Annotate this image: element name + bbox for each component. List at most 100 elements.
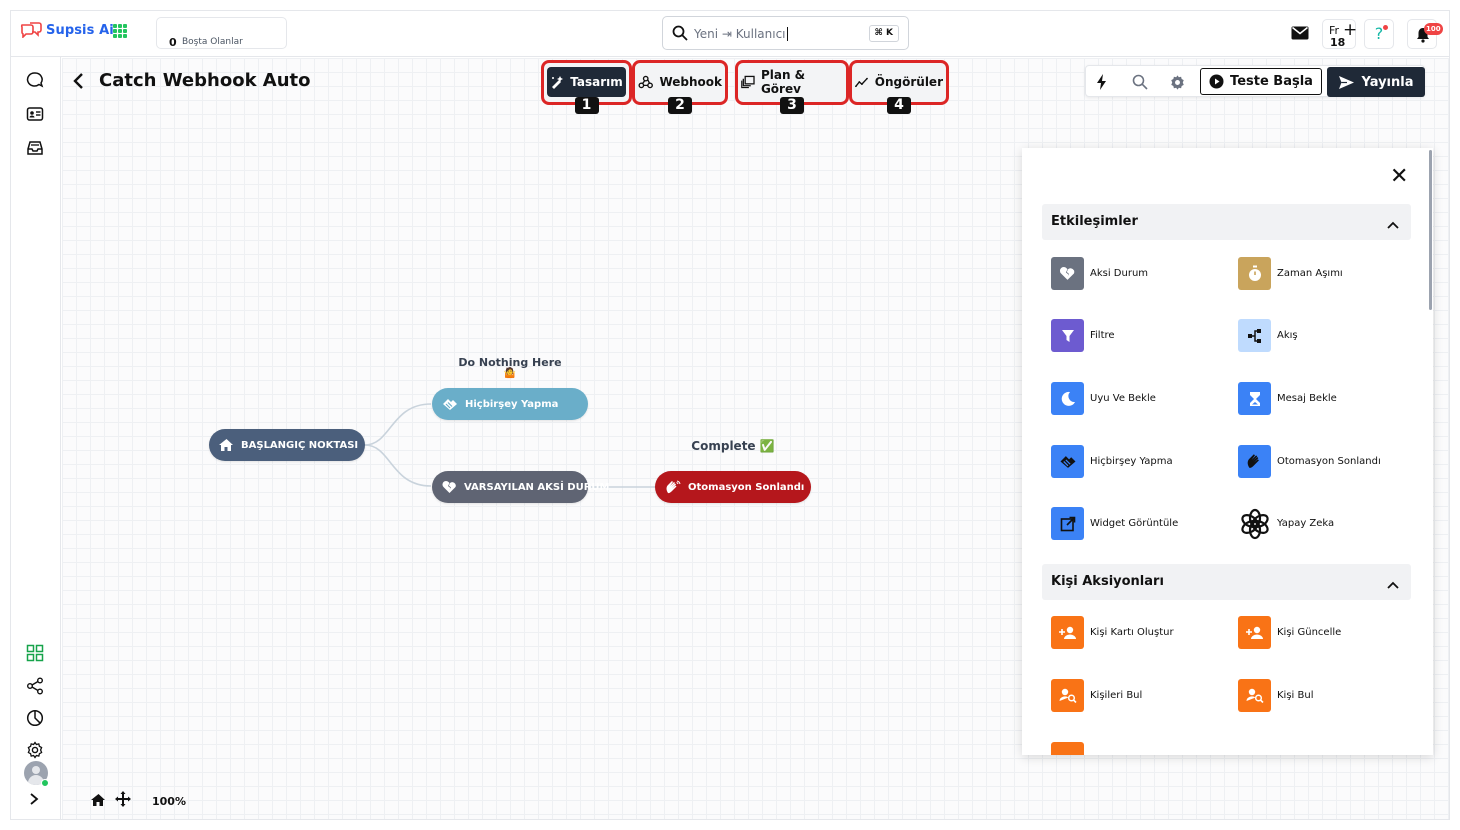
send-icon: [1339, 75, 1355, 89]
home-icon[interactable]: [91, 792, 106, 811]
idle-agents-widget[interactable]: 0 Boşta Olanlar: [156, 17, 287, 49]
search-input[interactable]: Yeni ⇥ Kullanıcı ⌘ K: [662, 16, 909, 50]
contact-card-icon[interactable]: [26, 105, 44, 123]
moon-icon: [1051, 382, 1084, 415]
ai-icon: [1238, 507, 1271, 540]
plus-icon: +: [1343, 20, 1358, 40]
start-node[interactable]: BAŞLANGIÇ NOKTASI: [209, 429, 365, 461]
library-item-akis[interactable]: Akış: [1238, 319, 1298, 352]
canvas-actions: Teste Başla Yayınla: [1085, 65, 1425, 97]
tab-design[interactable]: Tasarım 1: [541, 60, 632, 114]
library-item-filtre[interactable]: Filtre: [1051, 319, 1115, 352]
online-status-badge: [41, 779, 49, 787]
design-icon: [552, 76, 564, 89]
library-item-uyu-ve-bekle[interactable]: Uyu Ve Bekle: [1051, 382, 1156, 415]
insights-icon: [855, 77, 868, 88]
hourglass-icon: [1238, 382, 1271, 415]
library-item-yapay-zeka[interactable]: Yapay Zeka: [1238, 507, 1334, 540]
brand-name: Supsis Ai: [46, 22, 114, 38]
person-search-icon: [1051, 679, 1084, 712]
tab-label: Tasarım: [570, 75, 623, 89]
apps-grid-icon[interactable]: [113, 24, 127, 38]
library-item-mesaj-bekle[interactable]: Mesaj Bekle: [1238, 382, 1337, 415]
external-link-icon: [1051, 507, 1084, 540]
library-item-otomasyon-sonlandi[interactable]: Otomasyon Sonlandı: [1238, 445, 1381, 478]
plan-icon: [741, 75, 755, 89]
wave-icon: [1238, 445, 1271, 478]
stopwatch-icon: [1238, 257, 1271, 290]
chevron-up-icon: [1387, 574, 1399, 593]
language-number: 18: [1330, 36, 1346, 49]
settings-icon[interactable]: [26, 741, 44, 759]
scrollbar[interactable]: [1429, 150, 1432, 310]
zoom-controls: 100%: [91, 791, 186, 811]
notification-count: 100: [1424, 23, 1443, 35]
top-bar: Supsis Ai 0 Boşta Olanlar Yeni ⇥ Kullanı…: [11, 11, 1449, 57]
person-search-icon: [1238, 679, 1271, 712]
person-add-icon: [1238, 616, 1271, 649]
library-item-partial[interactable]: [1051, 742, 1084, 755]
library-item-kisi-guncelle[interactable]: Kişi Güncelle: [1238, 616, 1341, 649]
home-icon: [219, 438, 234, 452]
tab-number: 2: [668, 97, 692, 114]
lightning-icon[interactable]: [1096, 74, 1108, 94]
tab-number: 3: [780, 97, 804, 114]
library-item-kisileri-bul[interactable]: Kişileri Bul: [1051, 679, 1142, 712]
logo-icon: [20, 22, 42, 38]
move-icon[interactable]: [115, 791, 131, 811]
left-sidebar: [11, 57, 61, 819]
inbox-icon[interactable]: [26, 139, 44, 157]
tab-plan-task[interactable]: Plan & Görev 3: [735, 60, 849, 114]
node-caption: Complete ✅: [691, 439, 775, 453]
gear-icon[interactable]: [1169, 74, 1186, 95]
do-nothing-node[interactable]: Hiçbirşey Yapma: [432, 388, 588, 420]
library-item-widget-goruntule[interactable]: Widget Görüntüle: [1051, 507, 1178, 540]
library-item-kisi-karti-olustur[interactable]: Kişi Kartı Oluştur: [1051, 616, 1174, 649]
broken-heart-icon: [1051, 257, 1084, 290]
flow-icon: [1238, 319, 1271, 352]
help-button[interactable]: ?: [1364, 19, 1394, 49]
shrug-emoji: 🤷: [503, 368, 517, 379]
broken-heart-icon: [442, 480, 457, 494]
library-item-kisi-bul[interactable]: Kişi Bul: [1238, 679, 1313, 712]
tab-insights[interactable]: Öngörüler 4: [849, 60, 949, 114]
analytics-icon[interactable]: [26, 709, 44, 727]
library-item-zaman-asimi[interactable]: Zaman Aşımı: [1238, 257, 1343, 290]
handshake-icon: [442, 397, 458, 411]
share-icon[interactable]: [26, 677, 44, 695]
search-icon: [672, 25, 688, 45]
flow-edges: [364, 403, 656, 488]
node-caption: Do Nothing Here: [458, 356, 562, 369]
app-frame: Supsis Ai 0 Boşta Olanlar Yeni ⇥ Kullanı…: [10, 10, 1450, 820]
start-test-button[interactable]: Teste Başla: [1200, 68, 1322, 95]
notifications-button[interactable]: 100: [1407, 19, 1443, 49]
expand-sidebar-icon[interactable]: [29, 793, 39, 809]
dashboard-icon[interactable]: [26, 644, 44, 662]
mail-icon[interactable]: [1291, 25, 1309, 44]
library-item-hicbirsey-yapma[interactable]: Hiçbirşey Yapma: [1051, 445, 1173, 478]
search-shortcut: ⌘ K: [868, 25, 899, 42]
default-else-node[interactable]: VARSAYILAN AKSİ DURUM: [432, 471, 610, 503]
language-switcher[interactable]: Fr + 18: [1322, 19, 1358, 49]
section-header-interactions[interactable]: Etkileşimler: [1042, 204, 1411, 240]
publish-button[interactable]: Yayınla: [1327, 67, 1425, 97]
back-button[interactable]: [72, 71, 84, 95]
tab-webhook[interactable]: Webhook 2: [632, 60, 728, 114]
webhook-icon: [638, 75, 653, 89]
search-placeholder: Yeni ⇥ Kullanıcı: [694, 27, 788, 41]
search-icon[interactable]: [1132, 74, 1148, 94]
automation-ended-node[interactable]: Otomasyon Sonlandı: [655, 471, 811, 503]
logo[interactable]: Supsis Ai: [20, 22, 114, 38]
handshake-icon: [1051, 445, 1084, 478]
close-icon[interactable]: ✕: [1390, 164, 1409, 189]
chevron-up-icon: [1387, 214, 1399, 233]
tab-label: Plan & Görev: [760, 68, 806, 96]
library-item-aksi-durum[interactable]: Aksi Durum: [1051, 257, 1148, 290]
help-dot: [1383, 25, 1388, 30]
section-header-contact-actions[interactable]: Kişi Aksiyonları: [1042, 564, 1411, 600]
tab-label: Webhook: [659, 75, 722, 89]
person-icon: [1051, 742, 1084, 755]
chevron-left-icon: [73, 73, 83, 89]
chat-icon[interactable]: [26, 71, 44, 89]
page-title: Catch Webhook Automation: [99, 70, 311, 91]
